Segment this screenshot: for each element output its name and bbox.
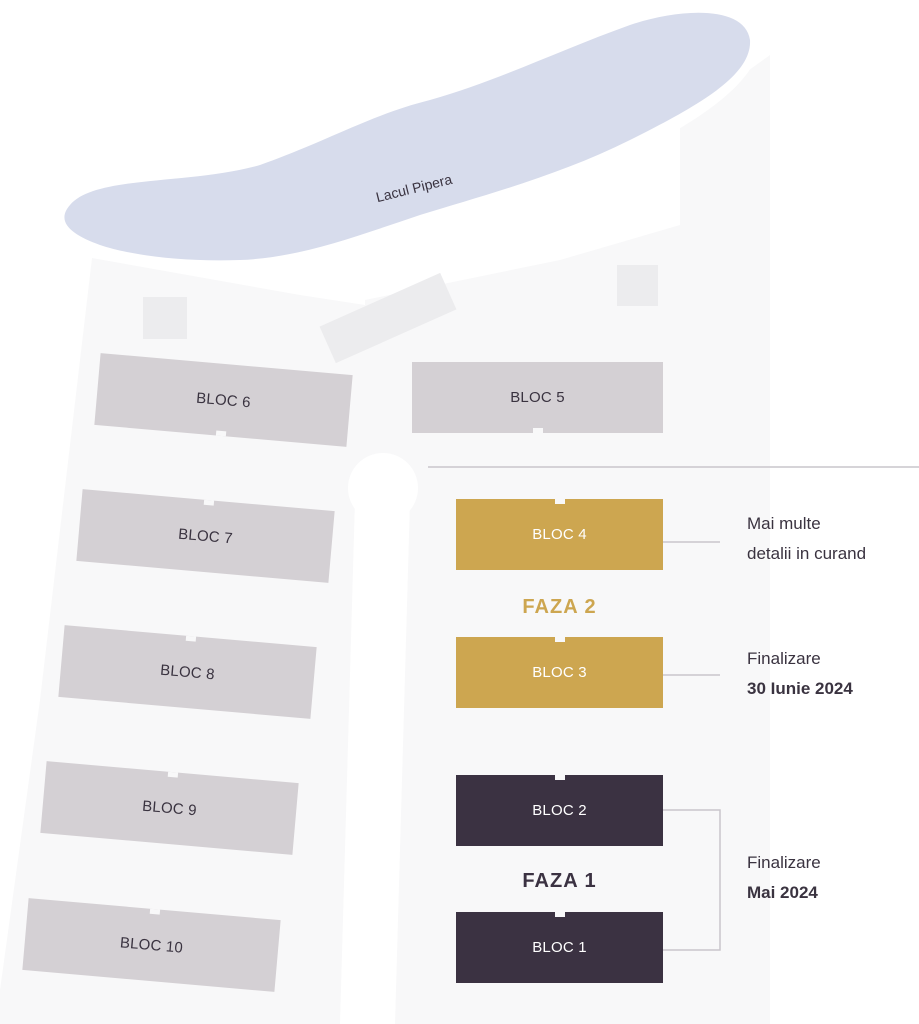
- block-entrance: [149, 908, 160, 915]
- block-bloc10-label: BLOC 10: [119, 933, 184, 957]
- note-bloc3-date: 30 Iunie 2024: [747, 679, 853, 698]
- block-entrance: [554, 637, 565, 642]
- block-bloc1[interactable]: BLOC 1: [456, 912, 663, 983]
- block-entrance: [203, 499, 214, 506]
- diagonal-structure: [319, 272, 457, 364]
- block-entrance: [554, 499, 565, 504]
- block-entrance: [185, 635, 196, 642]
- block-bloc4[interactable]: BLOC 4: [456, 499, 663, 570]
- block-entrance: [554, 775, 565, 780]
- bracket-faza1: [663, 809, 721, 951]
- note-bloc4-line2: detalii in curand: [747, 544, 867, 563]
- block-bloc6-label: BLOC 6: [195, 389, 252, 411]
- block-bloc3[interactable]: BLOC 3: [456, 637, 663, 708]
- block-bloc7-label: BLOC 7: [177, 525, 234, 547]
- block-bloc8-label: BLOC 8: [159, 661, 216, 683]
- note-bloc3: Finalizare 30 Iunie 2024: [747, 644, 853, 704]
- block-entrance: [167, 771, 178, 778]
- road: [340, 500, 410, 1024]
- note-faza1-line1: Finalizare: [747, 853, 821, 872]
- note-bloc3-line1: Finalizare: [747, 649, 821, 668]
- note-faza1-date: Mai 2024: [747, 883, 818, 902]
- note-bloc4-line1: Mai multe: [747, 514, 821, 533]
- block-bloc4-label: BLOC 4: [532, 526, 587, 543]
- lake-shape: [64, 12, 751, 261]
- note-faza1: Finalizare Mai 2024: [747, 848, 821, 908]
- phase-label-faza1: FAZA 1: [522, 870, 597, 892]
- block-bloc2[interactable]: BLOC 2: [456, 775, 663, 846]
- block-bloc2-label: BLOC 2: [532, 802, 587, 819]
- block-bloc9-label: BLOC 9: [141, 797, 198, 819]
- block-bloc5-label: BLOC 5: [510, 389, 565, 406]
- block-bloc1-label: BLOC 1: [532, 939, 587, 956]
- block-bloc3-label: BLOC 3: [532, 664, 587, 681]
- small-structure-left: [143, 297, 187, 339]
- phase-label-faza2: FAZA 2: [522, 596, 597, 618]
- block-entrance: [215, 430, 226, 437]
- block-bloc5[interactable]: BLOC 5: [412, 362, 663, 433]
- block-entrance: [532, 428, 543, 433]
- note-bloc4: Mai multe detalii in curand: [747, 509, 866, 569]
- block-entrance: [554, 912, 565, 917]
- small-structure-right: [617, 265, 658, 306]
